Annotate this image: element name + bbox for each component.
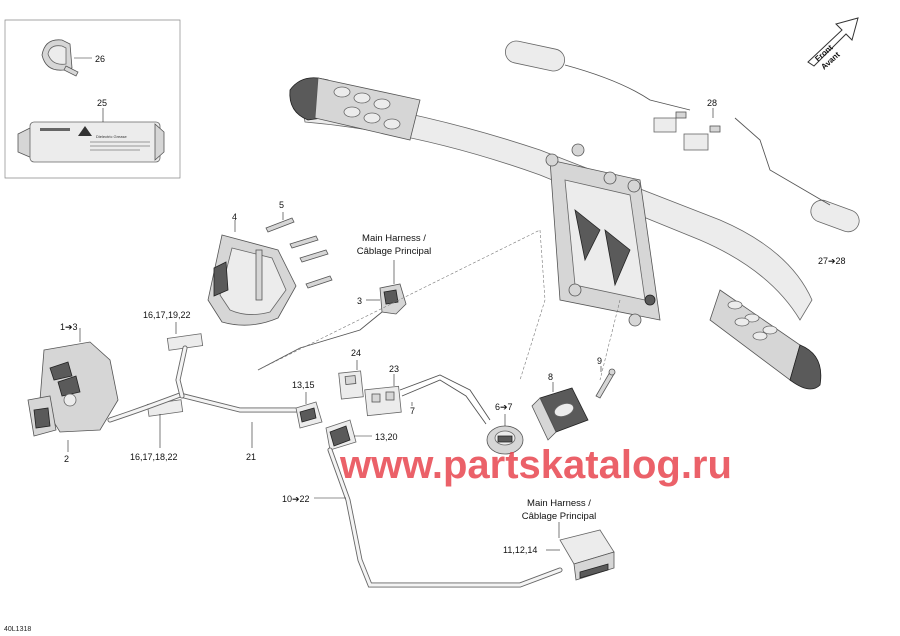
figure-code: 40L1318 (4, 626, 31, 633)
left-grip[interactable] (289, 77, 421, 141)
part-3-connector[interactable] (379, 283, 407, 315)
wire-23 (399, 374, 491, 421)
inset-frame (4, 19, 181, 179)
main-harness-top-line2: Câblage Principal (357, 246, 431, 257)
callout-1-3: 1➔3 (60, 322, 78, 332)
part-4-housing[interactable] (207, 234, 297, 326)
part-1-switch-housing[interactable] (27, 341, 119, 437)
harness-21 (107, 392, 303, 423)
callout-21: 21 (246, 452, 256, 462)
wire-28-left (564, 64, 691, 111)
routing-dash-2 (519, 229, 546, 381)
callout-23: 23 (389, 364, 399, 374)
part-24-connector[interactable] (338, 370, 364, 400)
callout-28: 28 (707, 98, 717, 108)
callout-11-12-14: 11,12,14 (503, 545, 537, 555)
routing-dash-3 (599, 299, 621, 381)
callout-13-20: 13,20 (375, 432, 398, 442)
callout-26: 26 (95, 54, 105, 64)
part-23-connector[interactable] (364, 385, 402, 417)
part-9-screw[interactable] (595, 368, 616, 399)
main-harness-bottom-line2: Câblage Principal (522, 511, 596, 522)
main-harness-top-line1: Main Harness / (362, 233, 426, 244)
watermark: www.partskatalog.ru (339, 443, 732, 487)
callout-4: 4 (232, 212, 237, 222)
part-13-connector-a[interactable] (295, 401, 323, 429)
callout-2: 2 (64, 454, 69, 464)
front-arrow-icon (807, 17, 859, 67)
part-25-tube[interactable]: Dielectric Grease (17, 121, 165, 163)
callout-16-17-18-22: 16,17,18,22 (130, 452, 178, 462)
part-8-knob[interactable] (531, 387, 589, 441)
callout-9: 9 (597, 356, 602, 366)
callout-3: 3 (357, 296, 362, 306)
callout-6-7: 6➔7 (495, 402, 513, 412)
callout-24: 24 (351, 348, 361, 358)
callout-10-22: 10➔22 (282, 494, 310, 504)
callout-27-28: 27➔28 (818, 256, 846, 266)
callout-7: 7 (410, 406, 415, 416)
wire-3 (257, 311, 383, 371)
part-26-clip[interactable] (41, 39, 79, 77)
part-5-screws[interactable] (265, 217, 333, 289)
callout-25: 25 (97, 98, 107, 108)
grip-element-27[interactable] (503, 39, 862, 235)
part-13-connector-b[interactable] (325, 419, 357, 451)
part-28-connectors[interactable] (653, 111, 721, 151)
routing-dash-1 (257, 229, 541, 371)
callout-8: 8 (548, 372, 553, 382)
riser-clamp[interactable] (545, 143, 661, 327)
callout-13-15: 13,15 (292, 380, 315, 390)
wire-28-right (734, 117, 831, 206)
part-11-module[interactable] (559, 529, 615, 581)
right-grip[interactable] (709, 289, 822, 390)
main-harness-bottom-line1: Main Harness / (527, 498, 591, 509)
callout-16-17-19-22: 16,17,19,22 (143, 310, 191, 320)
svg-text:Dielectric Grease: Dielectric Grease (96, 134, 127, 139)
part-6-switch[interactable] (486, 425, 524, 455)
callout-5: 5 (279, 200, 284, 210)
